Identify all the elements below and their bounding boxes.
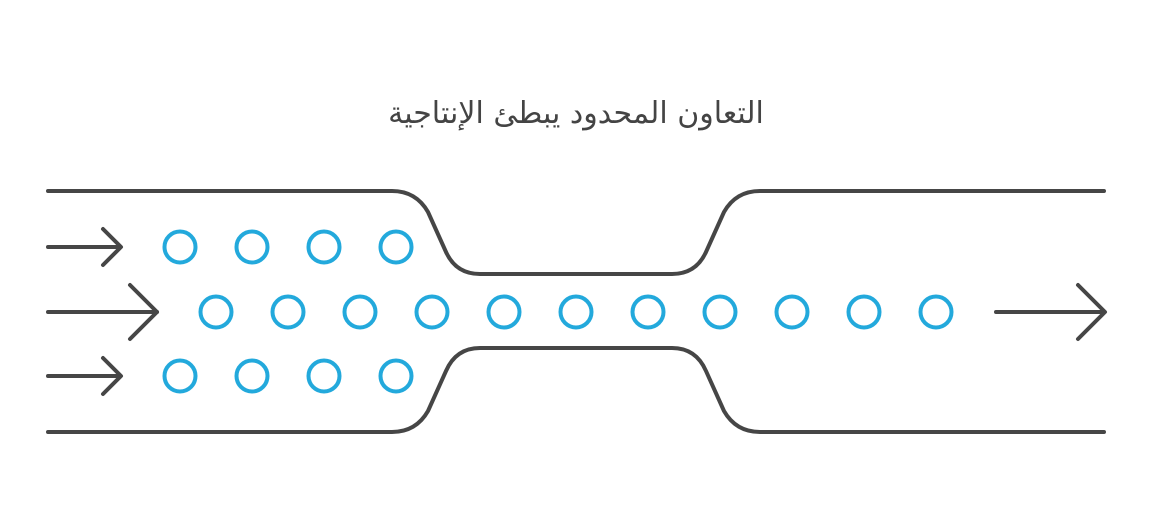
output-arrow	[994, 283, 1107, 341]
top-boundary-line	[46, 189, 1106, 276]
input-arrow-bottom	[46, 356, 123, 396]
diagram-title: التعاون المحدود يبطئ الإنتاجية	[388, 96, 764, 131]
input-arrow-top	[46, 227, 123, 267]
input-arrow-middle	[46, 283, 159, 341]
middle-lane-circles	[198, 294, 954, 330]
bottom-boundary-line	[46, 346, 1106, 434]
bottom-lane-circles	[162, 358, 414, 394]
top-lane-circles	[162, 229, 414, 265]
